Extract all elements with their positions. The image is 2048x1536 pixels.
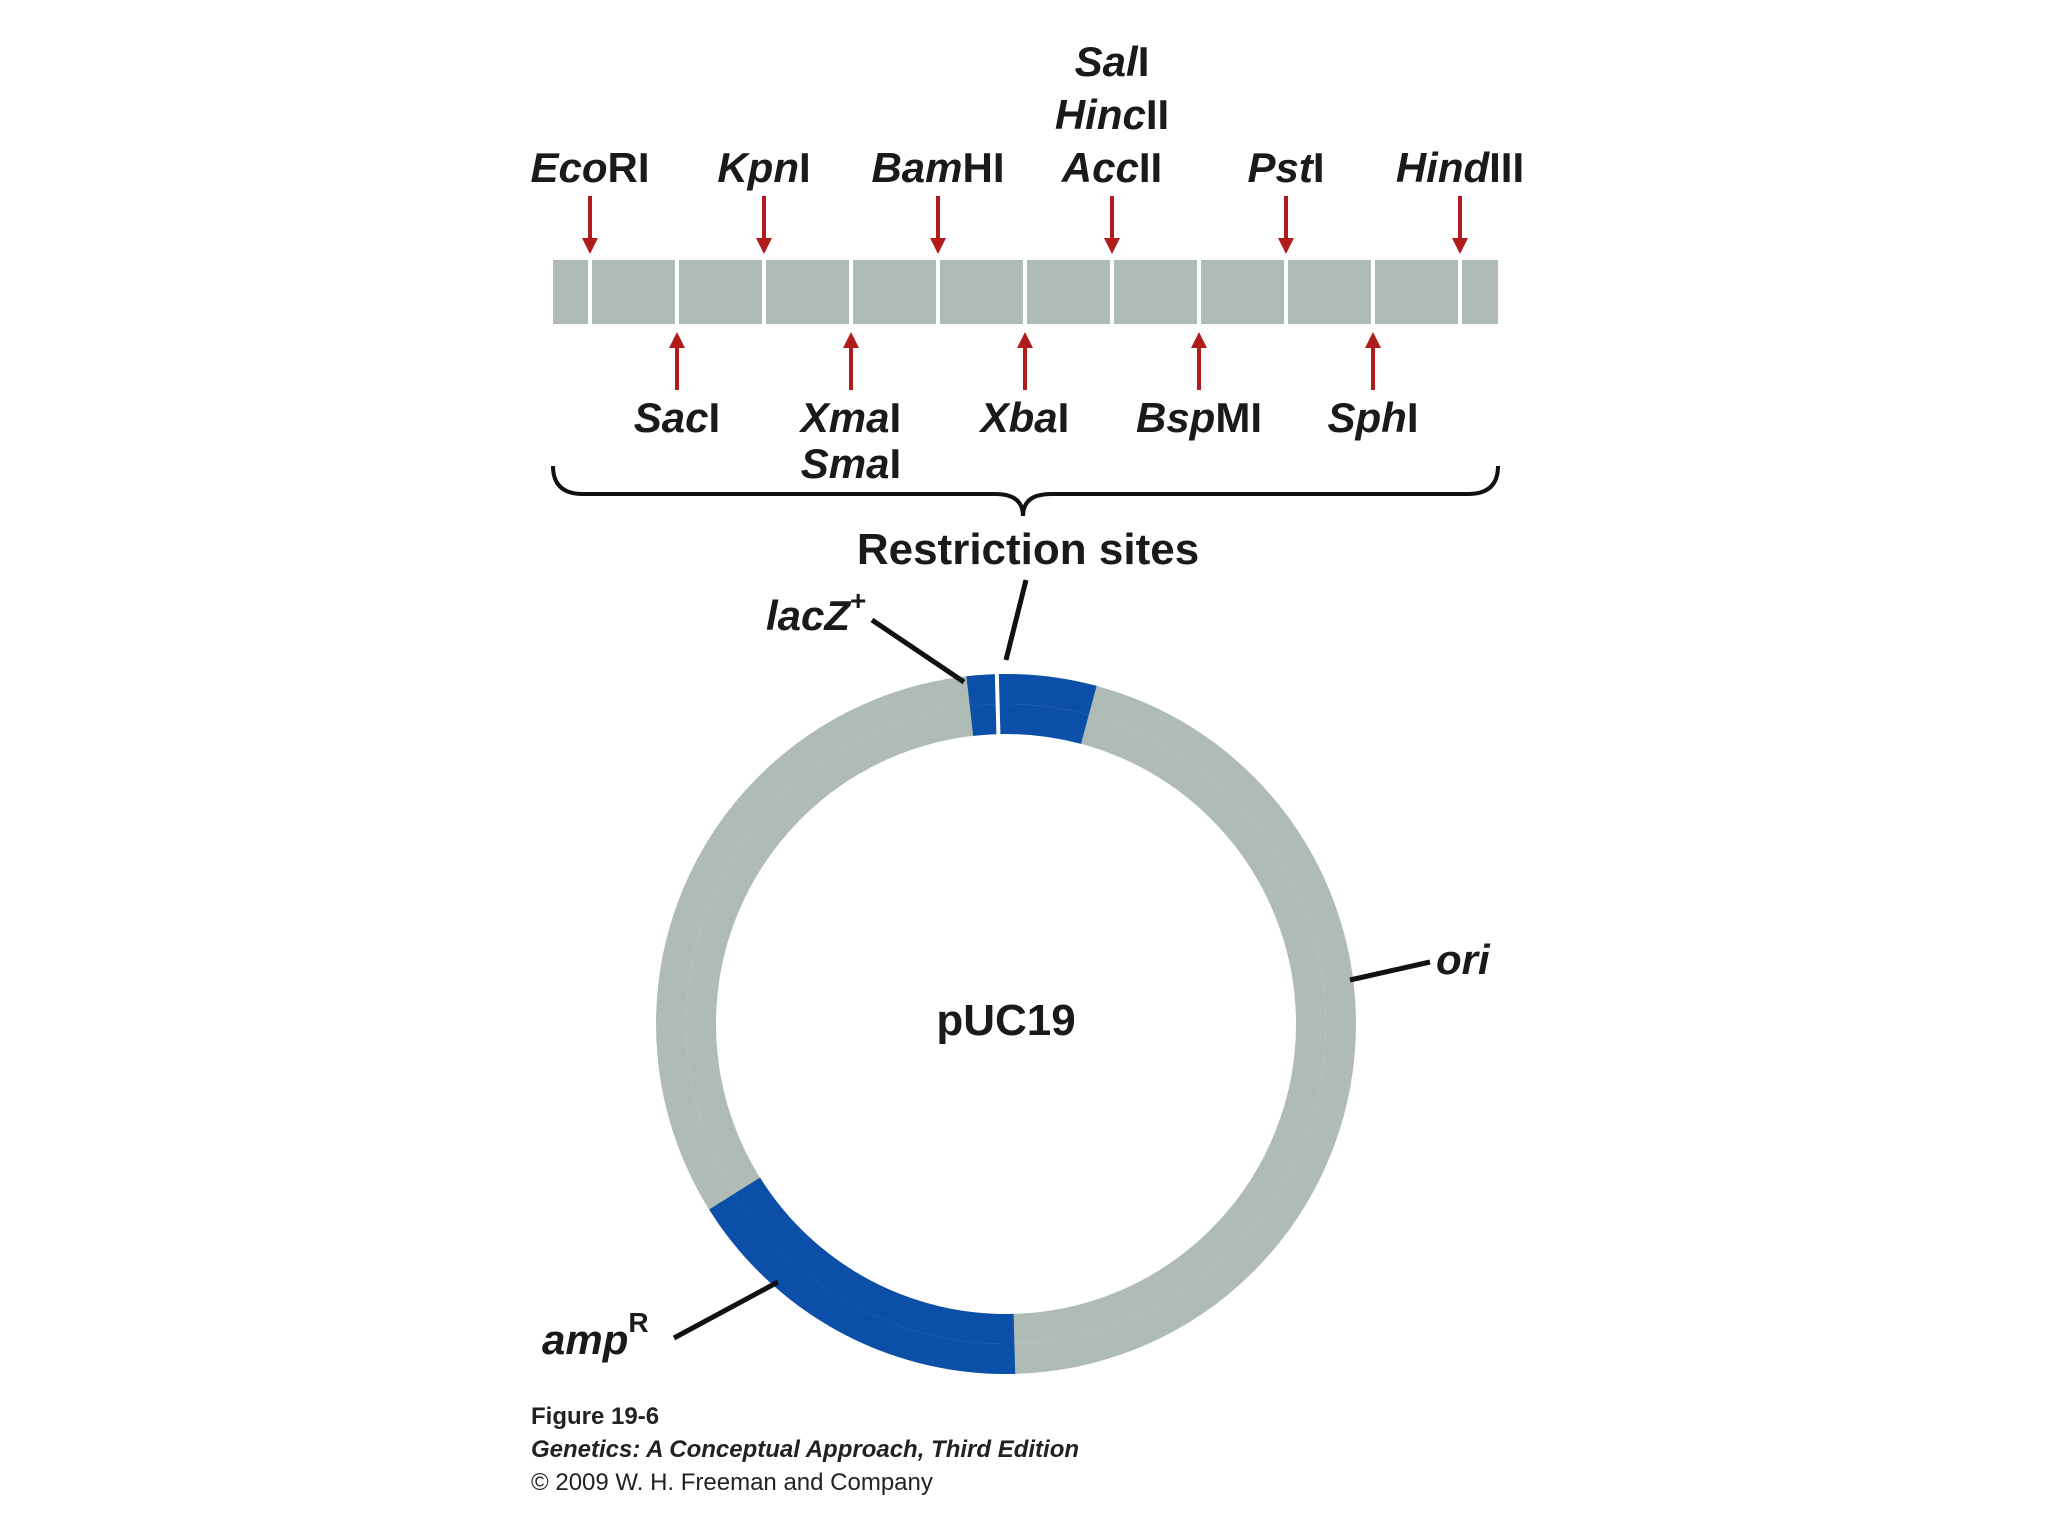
ampr-leader bbox=[672, 1279, 780, 1341]
bottom-site-label: SphI bbox=[1328, 394, 1419, 441]
ampr-label: ampR bbox=[542, 1307, 649, 1363]
top-site-label: HindIII bbox=[1396, 144, 1524, 191]
top-site-labels: EcoRI KpnI BamHI SalI HincII AccII PstI HindIII bbox=[530, 38, 1524, 191]
plasmid-name: pUC19 bbox=[936, 996, 1075, 1045]
book-title: Genetics: A Conceptual Approach, Third E… bbox=[531, 1436, 1079, 1463]
ori-label: ori bbox=[1436, 936, 1491, 983]
top-site-arrows bbox=[582, 196, 1468, 254]
bottom-site-label: SacI bbox=[634, 394, 720, 441]
mcs-divider bbox=[675, 260, 679, 324]
top-site-label: EcoRI bbox=[530, 144, 649, 191]
ori-leader bbox=[1349, 959, 1431, 983]
restriction-site-gap bbox=[994, 671, 1001, 738]
top-site-label: SalI bbox=[1075, 38, 1150, 85]
plasmid-map bbox=[656, 671, 1356, 1374]
top-site-label: BamHI bbox=[871, 144, 1004, 191]
mcs-divider bbox=[588, 260, 592, 324]
mcs-divider bbox=[849, 260, 853, 324]
mcs-divider bbox=[1110, 260, 1114, 324]
copyright: © 2009 W. H. Freeman and Company bbox=[531, 1469, 933, 1496]
bottom-site-arrows bbox=[669, 332, 1381, 390]
mcs-divider bbox=[762, 260, 766, 324]
mcs-divider bbox=[1371, 260, 1375, 324]
mcs-divider bbox=[1197, 260, 1201, 324]
ampr-region-inner bbox=[734, 1177, 1015, 1344]
lacz-region-inner bbox=[969, 704, 1089, 744]
ampr-region-outer bbox=[709, 1193, 1016, 1374]
top-site-label: KpnI bbox=[717, 144, 810, 191]
bottom-site-label: BspMI bbox=[1136, 394, 1262, 441]
bottom-site-label: XmaI bbox=[799, 394, 901, 441]
mcs-divider bbox=[936, 260, 940, 324]
mcs-divider bbox=[1284, 260, 1288, 324]
restriction-sites-leader bbox=[1003, 579, 1029, 661]
lacz-region-outer bbox=[966, 674, 1097, 715]
lacz-label: lacZ+ bbox=[766, 585, 866, 639]
restriction-sites-brace bbox=[551, 465, 1500, 517]
multiple-cloning-site-bar bbox=[553, 260, 1498, 324]
figure-number: Figure 19-6 bbox=[531, 1403, 659, 1430]
mcs-divider bbox=[1023, 260, 1027, 324]
bottom-site-label: XbaI bbox=[979, 394, 1070, 441]
top-site-label: AccII bbox=[1061, 144, 1162, 191]
restriction-sites-label: Restriction sites bbox=[857, 525, 1199, 574]
bottom-site-label: SmaI bbox=[801, 440, 901, 487]
mcs-divider bbox=[1458, 260, 1462, 324]
top-site-label: HincII bbox=[1055, 91, 1169, 138]
lacz-leader bbox=[870, 617, 966, 685]
top-site-label: PstI bbox=[1247, 144, 1324, 191]
